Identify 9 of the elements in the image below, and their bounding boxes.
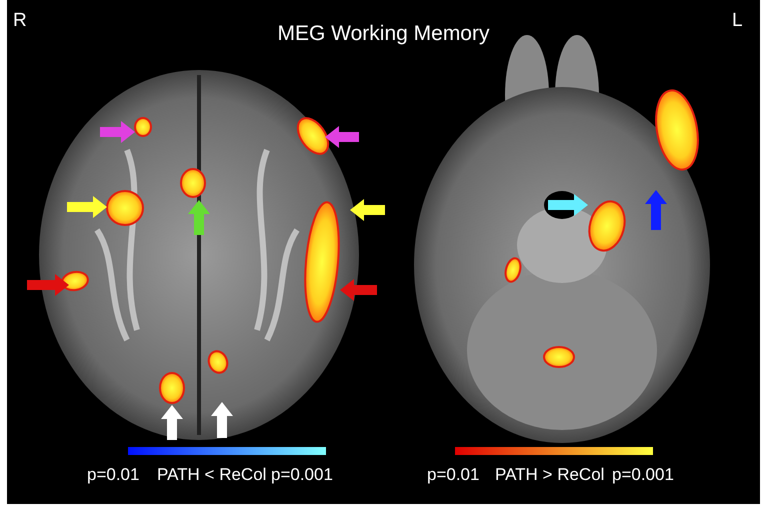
label: p=0.001 — [612, 465, 674, 485]
label: PATH > ReCol — [495, 465, 604, 485]
label: p=0.001 — [271, 465, 333, 485]
label: p=0.01 — [427, 465, 480, 485]
label: L — [732, 10, 743, 32]
label: p=0.01 — [87, 465, 140, 485]
label: PATH < ReCol — [157, 465, 266, 485]
label: R — [13, 10, 27, 32]
title: MEG Working Memory — [276, 22, 490, 46]
